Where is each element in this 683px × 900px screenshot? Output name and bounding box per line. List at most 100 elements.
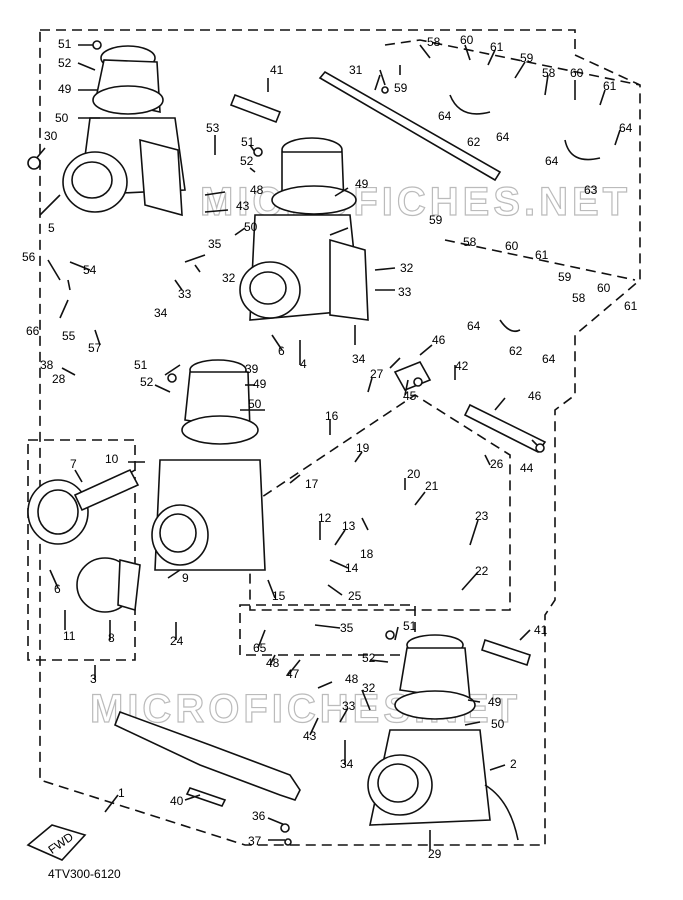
carburetor-body-2 xyxy=(367,634,519,841)
subassembly-inner-boundary xyxy=(249,394,511,611)
part-label-34: 34 xyxy=(352,352,366,366)
part-label-27: 27 xyxy=(370,367,384,381)
part-label-46: 46 xyxy=(432,333,446,347)
part-label-50: 50 xyxy=(55,111,69,125)
part-label-49: 49 xyxy=(58,82,72,96)
part-label-64: 64 xyxy=(545,154,559,168)
part-label-65: 65 xyxy=(253,641,267,655)
part-label-33: 33 xyxy=(398,285,412,299)
part-label-56: 56 xyxy=(22,250,36,264)
part-label-35: 35 xyxy=(208,237,222,251)
part-label-19: 19 xyxy=(356,441,370,455)
small-hardware xyxy=(27,40,545,846)
subassembly-3-boundary xyxy=(27,439,136,661)
top-cover-7 xyxy=(27,468,140,545)
part-label-49: 49 xyxy=(355,177,369,191)
part-label-60: 60 xyxy=(570,66,584,80)
part-label-62: 62 xyxy=(467,135,481,149)
part-label-30: 30 xyxy=(44,129,58,143)
hose-63 xyxy=(564,139,601,161)
part-label-33: 33 xyxy=(178,287,192,301)
part-label-29: 29 xyxy=(428,847,442,861)
part-label-6: 6 xyxy=(54,582,61,596)
part-label-51: 51 xyxy=(134,358,148,372)
part-label-24: 24 xyxy=(170,634,184,648)
hose-62 xyxy=(449,94,491,115)
part-label-51: 51 xyxy=(403,619,417,633)
part-label-47: 47 xyxy=(286,667,300,681)
part-label-55: 55 xyxy=(62,329,76,343)
part-label-2: 2 xyxy=(510,757,517,771)
part-label-26: 26 xyxy=(490,457,504,471)
part-label-62: 62 xyxy=(509,344,523,358)
drawing-code: 4TV300-6120 xyxy=(48,867,121,881)
part-label-21: 21 xyxy=(425,479,439,493)
part-label-32: 32 xyxy=(400,261,414,275)
part-label-58: 58 xyxy=(427,35,441,49)
part-label-61: 61 xyxy=(490,40,504,54)
part-label-13: 13 xyxy=(342,519,356,533)
part-label-60: 60 xyxy=(505,239,519,253)
part-label-34: 34 xyxy=(340,757,354,771)
part-label-64: 64 xyxy=(619,121,633,135)
part-label-28: 28 xyxy=(52,372,66,386)
part-label-48: 48 xyxy=(250,183,264,197)
part-label-18: 18 xyxy=(360,547,374,561)
part-label-46: 46 xyxy=(528,389,542,403)
part-label-61: 61 xyxy=(624,299,638,313)
part-label-14: 14 xyxy=(345,561,359,575)
throttle-linkage-1 xyxy=(113,710,301,801)
hose-44 xyxy=(463,403,547,454)
carburetor-body-5 xyxy=(62,45,186,217)
part-label-34: 34 xyxy=(154,306,168,320)
part-label-3: 3 xyxy=(90,672,97,686)
part-label-48: 48 xyxy=(266,656,280,670)
part-label-59: 59 xyxy=(520,51,534,65)
part-label-58: 58 xyxy=(572,291,586,305)
fwd-direction-arrow: FWD xyxy=(26,824,87,861)
part-label-43: 43 xyxy=(303,729,317,743)
part-label-38: 38 xyxy=(40,358,54,372)
part-label-31: 31 xyxy=(349,63,363,77)
part-label-5: 5 xyxy=(48,221,55,235)
carburetor-body-3 xyxy=(151,359,266,571)
spring-40 xyxy=(185,787,227,807)
part-label-52: 52 xyxy=(140,375,154,389)
part-label-12: 12 xyxy=(318,511,332,525)
float-chamber-8 xyxy=(76,557,141,613)
part-label-8: 8 xyxy=(108,631,115,645)
part-label-60: 60 xyxy=(597,281,611,295)
leader-lines xyxy=(34,44,621,850)
part-label-23: 23 xyxy=(475,509,489,523)
part-label-9: 9 xyxy=(182,571,189,585)
part-label-35: 35 xyxy=(340,621,354,635)
part-label-61: 61 xyxy=(603,79,617,93)
part-label-64: 64 xyxy=(438,109,452,123)
carburetor-body-4 xyxy=(239,137,369,321)
part-label-54: 54 xyxy=(83,263,97,277)
part-label-52: 52 xyxy=(362,651,376,665)
part-label-59: 59 xyxy=(429,213,443,227)
part-label-58: 58 xyxy=(542,66,556,80)
part-label-10: 10 xyxy=(105,452,119,466)
part-label-25: 25 xyxy=(348,589,362,603)
hose-group-boundary xyxy=(444,239,636,281)
linkage-rod-45 xyxy=(393,360,432,392)
part-label-39: 39 xyxy=(245,362,259,376)
part-label-1: 1 xyxy=(118,786,125,800)
part-label-50: 50 xyxy=(244,220,258,234)
part-label-52: 52 xyxy=(58,56,72,70)
fuel-rail xyxy=(318,70,502,182)
part-label-50: 50 xyxy=(491,717,505,731)
part-label-66: 66 xyxy=(26,324,40,338)
part-label-51: 51 xyxy=(58,37,72,51)
part-label-22: 22 xyxy=(475,564,489,578)
part-label-61: 61 xyxy=(535,248,549,262)
part-label-40: 40 xyxy=(170,794,184,808)
part-label-17: 17 xyxy=(305,477,319,491)
part-label-32: 32 xyxy=(222,271,236,285)
part-label-57: 57 xyxy=(88,341,102,355)
part-label-52: 52 xyxy=(240,154,254,168)
